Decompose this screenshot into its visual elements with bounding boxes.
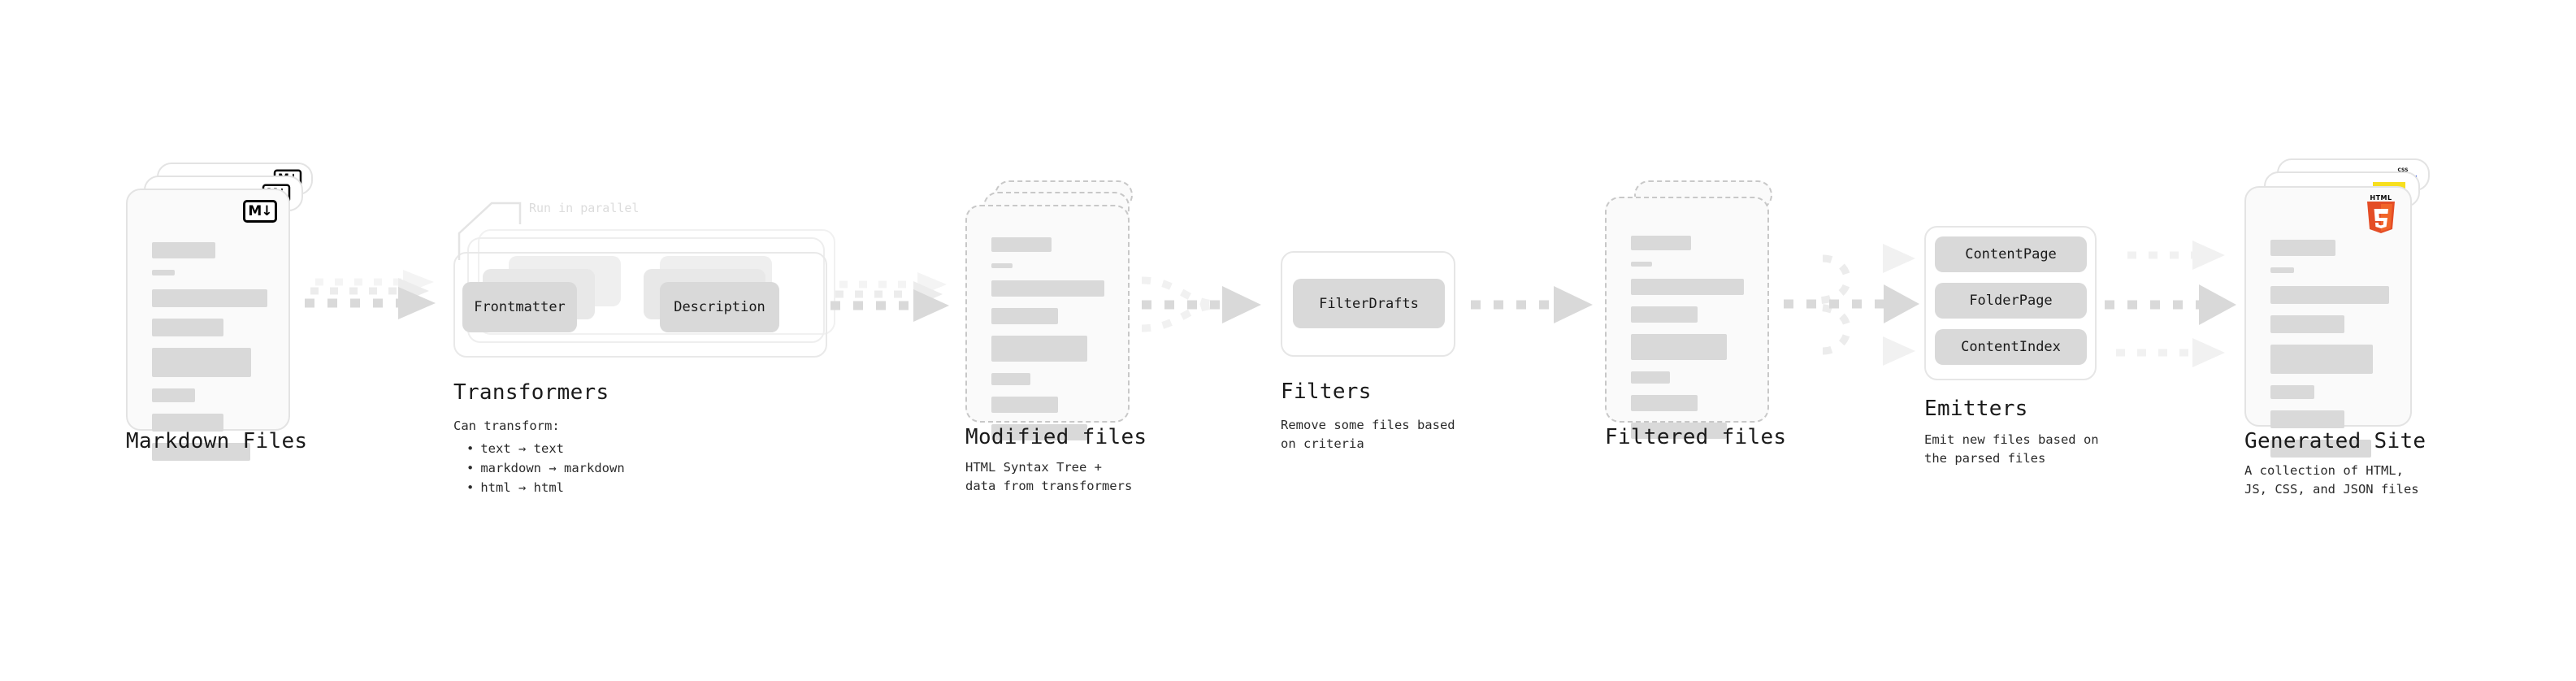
bar [1631,334,1727,360]
stage-title-modified-files: Modified files [965,425,1147,449]
html5-icon: HTML [2365,194,2397,233]
skeleton-bars [2270,240,2389,469]
bar [152,414,224,432]
markdown-icon: M↓ [243,200,277,223]
bar [991,280,1105,297]
bar [991,308,1059,324]
emitters-chip-folderpage-label: FolderPage [1969,293,2053,309]
card-front [965,205,1130,440]
filters-group-box [1281,251,1455,357]
bar [991,237,1052,252]
stage-title-transformers: Transformers [453,380,609,405]
connector-filters-to-filtered [1471,286,1593,323]
connector-markdown-to-transformers [305,270,436,319]
stage-subtitle-transformers: Can transform: [453,419,560,433]
stage-modified-files [965,180,1152,440]
stage-title-markdown-files: Markdown Files [126,429,308,453]
emitters-chip-folderpage[interactable]: FolderPage [1935,283,2087,319]
stage-subtitle-generated-site: A collection of HTML, JS, CSS, and JSON … [2244,463,2419,497]
bar [2270,315,2344,333]
bar [152,388,195,402]
skeleton-bars [152,242,267,472]
transformers-bullet-list: text → text markdown → markdown html → h… [466,439,625,497]
stage-subtitle-filters: Remove some files based on criteria [1281,418,1455,452]
css-icon-label: CSS [2397,167,2409,173]
bar [1631,423,1727,439]
bar [152,289,267,307]
bar [1631,279,1745,295]
bar [2270,240,2336,256]
stage-filtered-files [1605,180,1792,439]
skeleton-bars [1631,236,1746,450]
bar [991,397,1059,413]
stage-subtitle-modified-files: HTML Syntax Tree + data from transformer… [965,460,1133,494]
bar [1631,262,1652,267]
bar [2270,345,2373,374]
card-front: M↓ [126,189,290,461]
filters-chip-filterdrafts-label: FilterDrafts [1319,295,1419,312]
bar [1631,236,1691,250]
bar [152,443,250,461]
emitters-group-box [1924,226,2097,380]
transformer-chip-frontmatter-label: Frontmatter [474,299,566,315]
bar [152,270,176,275]
bar [2270,286,2389,304]
bar [152,319,224,336]
stage-title-emitters: Emitters [1924,397,2028,421]
bar [152,348,252,377]
bar [1631,306,1698,323]
run-in-parallel-label: Run in parallel [529,201,640,215]
stage-title-filters: Filters [1281,380,1372,404]
bar [1631,395,1698,411]
bar [991,336,1087,362]
bar [991,263,1013,268]
bar [2270,410,2344,428]
transformers-bullet-0: text → text [466,439,625,458]
filters-chip-filterdrafts[interactable]: FilterDrafts [1293,279,1445,328]
html5-icon-label: HTML [2370,194,2392,202]
connector-emitters-to-generated [2105,241,2236,367]
transformer-chip-description-label: Description [674,299,765,315]
bar [991,373,1031,385]
bar [991,424,1087,440]
transformers-bullet-1: markdown → markdown [466,458,624,478]
stage-title-generated-site: Generated Site [2244,429,2426,453]
transformer-group-front [453,252,827,358]
stage-generated-site: CSS HTML [2244,158,2439,458]
stage-subtitle-emitters: Emit new files based on the parsed files [1924,432,2099,466]
transformers-bullet-2: html → html [466,478,625,497]
emitters-chip-contentindex-label: ContentIndex [1961,339,2061,355]
connector-modified-to-filters [1141,276,1261,332]
stage-title-filtered-files: Filtered files [1605,425,1787,449]
skeleton-bars [991,237,1107,452]
bar [2270,267,2295,273]
bar [1631,371,1671,384]
bar [2270,440,2372,458]
connector-transformers-to-modified [830,272,949,322]
emitters-chip-contentpage-label: ContentPage [1965,246,2057,262]
emitters-chip-contentindex[interactable]: ContentIndex [1935,329,2087,365]
transformer-chip-description[interactable]: Description [660,282,779,332]
bar [152,242,216,258]
card-front: HTML [2244,186,2412,458]
bar [2270,385,2315,399]
transformer-chip-frontmatter[interactable]: Frontmatter [462,282,577,332]
stage-markdown-files: M↓ M↓ M↓ [126,163,313,461]
connector-filtered-to-emitters [1784,244,1919,366]
emitters-chip-contentpage[interactable]: ContentPage [1935,236,2087,272]
card-front [1605,197,1769,439]
